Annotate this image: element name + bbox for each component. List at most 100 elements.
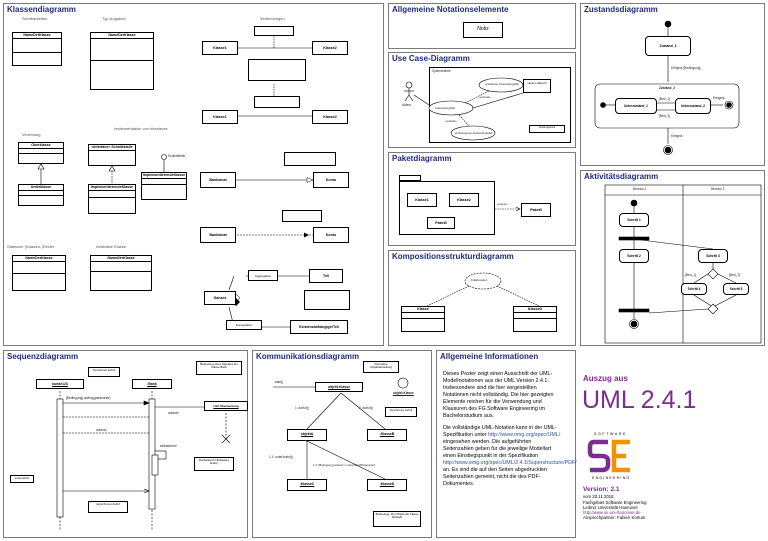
sequence-panel: Sequenzdiagramm kunde123 :Bank U12:Überw…: [3, 350, 248, 538]
assoc-class1: Klasse1: [202, 41, 238, 55]
message-auftrag: [Bedingung] auftrag(parameter): [66, 396, 111, 400]
role-operations: [402, 319, 444, 326]
section-label-visibility: Sichtbarkeiten: [22, 16, 48, 21]
role-name: KlasseD: [514, 307, 556, 313]
lane-1-label: Bereich 1: [633, 187, 647, 191]
role-attributes: [402, 313, 444, 319]
substate-2: Unterzustand_2: [675, 98, 711, 114]
substate-1: Unterzustand_1: [615, 98, 657, 114]
class-box-subclass: Unterklasse: [18, 184, 64, 206]
message-self: selbstaufruf: [160, 444, 177, 448]
class-name: NameDerKlasse: [91, 256, 151, 262]
activity-panel: Aktivitätsdiagramm Bereich 1: [580, 170, 765, 346]
lane-2-label: Bereich 2: [711, 187, 725, 191]
logo-top-text: SOFTWARE: [594, 432, 628, 436]
section-label-inheritance: Vererbung: [22, 132, 41, 137]
interface-name: «Interface» Schnittstelle: [89, 145, 135, 151]
class-name: Klasse2: [323, 115, 337, 119]
composite-role-1: Klasse: [401, 306, 445, 332]
version-label: Version: 2.1: [583, 486, 620, 493]
composite-title: Kompositionsstrukturdiagramm: [392, 252, 514, 261]
assoc-class3: Klasse1: [202, 110, 238, 124]
state-panel: Zustandsdiagramm Zustand_1 Ereignis [Bed…: [580, 3, 765, 166]
sequence-note-async: Asynchroner Aufruf: [88, 501, 128, 513]
action-3: Schritt 3: [698, 249, 728, 263]
section-label-abstract: Abstrakte Klasse: [96, 244, 127, 249]
info-p2-part-a: Die vollständige UML-Notation kann in de…: [443, 424, 557, 438]
comm-msg-4: 1.2: [Bedingung] antwort:= unterAufruf(P…: [313, 463, 376, 467]
org-url-link[interactable]: http://www.se.uni-hannover.de: [583, 510, 641, 515]
guard-1: [Bed_1]: [685, 273, 696, 277]
usecase-included: einbezogener Anwendungsfall: [455, 131, 493, 135]
assoc-class2: Klasse2: [312, 41, 348, 55]
actor-name: Akteur: [402, 103, 412, 107]
class-name: Oberklasse: [19, 143, 63, 149]
info-title: Allgemeine Informationen: [440, 352, 539, 361]
section-label-static: Statische (Klassen-)Felder: [7, 244, 55, 249]
extend-label: «extend»: [479, 95, 491, 99]
version-date: vom 20.11.2018: [583, 494, 614, 499]
activity-graphics: [604, 184, 762, 344]
package-class1: Klasse1: [407, 193, 437, 207]
action-1: Schritt 1: [619, 213, 649, 227]
usecase-panel: Use Case-Diagramm Systemname erweiterter…: [388, 52, 576, 148]
sequence-note-lifeline: Lebenslinie: [10, 475, 34, 483]
comm-note-alt: Alternative Objektdarstellung: [363, 361, 399, 373]
comm-msg-2: 2: aufruf(): [359, 406, 373, 410]
lifeline-bank: :Bank: [132, 379, 172, 389]
interface-box: «Interface» Schnittstelle: [88, 144, 136, 166]
section-label-types: Typ-Angaben: [102, 16, 126, 21]
part-class-box: Teil: [309, 269, 343, 283]
comm-object-d: :KlasseD: [367, 479, 407, 491]
uml-superstructure-link[interactable]: http://www.omg.org/spec/UML/2.4.1/Supers…: [443, 459, 577, 466]
sequence-title: Sequenzdiagramm: [7, 352, 79, 361]
comm-note-sync: Synchroner Aufruf: [385, 407, 417, 417]
dependency-note: [282, 210, 322, 222]
class-attributes: [91, 262, 151, 272]
usecase-extended: erweiterter Anwendungsfall: [485, 82, 519, 86]
composite-role-2: KlasseD: [513, 306, 557, 332]
branding-area: Auszug aus UML 2.4.1 SOFTWARE ENGINEERIN…: [580, 350, 765, 538]
association-class-note: [254, 96, 300, 108]
composite-panel: Kompositionsstrukturdiagramm Kollaborati…: [388, 250, 576, 346]
uml-spec-link[interactable]: http://www.omg.org/spec/UML/: [488, 431, 561, 438]
role-name: Klasse: [402, 307, 444, 313]
notation-title: Allgemeine Notationselemente: [392, 5, 509, 14]
comm-note-bedeutung: Bedeutung: Von Objekt der Klasse KlasseD: [373, 511, 421, 527]
comm-object-a: objektA: [287, 429, 327, 441]
class-attributes: [91, 39, 153, 61]
collaboration-name: Kollaboration: [471, 278, 488, 282]
composite-graphics: [426, 272, 540, 307]
package-class2: Klasse2: [449, 193, 479, 207]
class-name: Teil: [323, 274, 329, 278]
state-title: Zustandsdiagramm: [584, 5, 658, 14]
comm-object-main: objekt:Klasse: [315, 382, 363, 392]
class-attributes: [13, 39, 61, 53]
class-box-visibility: NameDerKlasse: [12, 32, 62, 66]
system-name: Systemname: [432, 69, 451, 73]
composition-note: [304, 290, 350, 310]
package-inner-pkg: Paket3: [427, 217, 455, 229]
logo-bottom-text: ENGINEERING: [592, 476, 631, 480]
association-note: [248, 59, 306, 81]
interface-lollipop-label: Schnittstelle: [168, 154, 186, 158]
package-title: Paketdiagramm: [392, 154, 452, 163]
konto-box-2: Konto: [313, 227, 349, 243]
guard-bed-1: [Bed_1]: [659, 97, 670, 101]
comm-actor-object: objekt:Klasse: [393, 391, 414, 395]
usecase-main: Anwendungsfall: [435, 106, 455, 110]
package-tab: [399, 175, 421, 181]
transition-label-3: Ereignis: [671, 134, 683, 138]
comm-msg-3: 1.1: unterAufruf(): [269, 455, 294, 459]
class-name: Klasse1: [213, 46, 227, 50]
include-label: «include»: [445, 119, 457, 123]
communication-title: Kommunikationsdiagramm: [256, 352, 360, 361]
start-message: start(): [275, 380, 284, 384]
action-2: Schritt 2: [619, 249, 649, 263]
class-name: Bankomat: [209, 178, 227, 182]
activity-title: Aktivitätsdiagramm: [584, 172, 659, 181]
class-attributes: [19, 191, 63, 196]
product-name: UML 2.4.1: [582, 386, 697, 414]
section-label-connections: Verbindungen: [260, 16, 285, 21]
guard-bed-2: [Bed_2]: [659, 114, 670, 118]
